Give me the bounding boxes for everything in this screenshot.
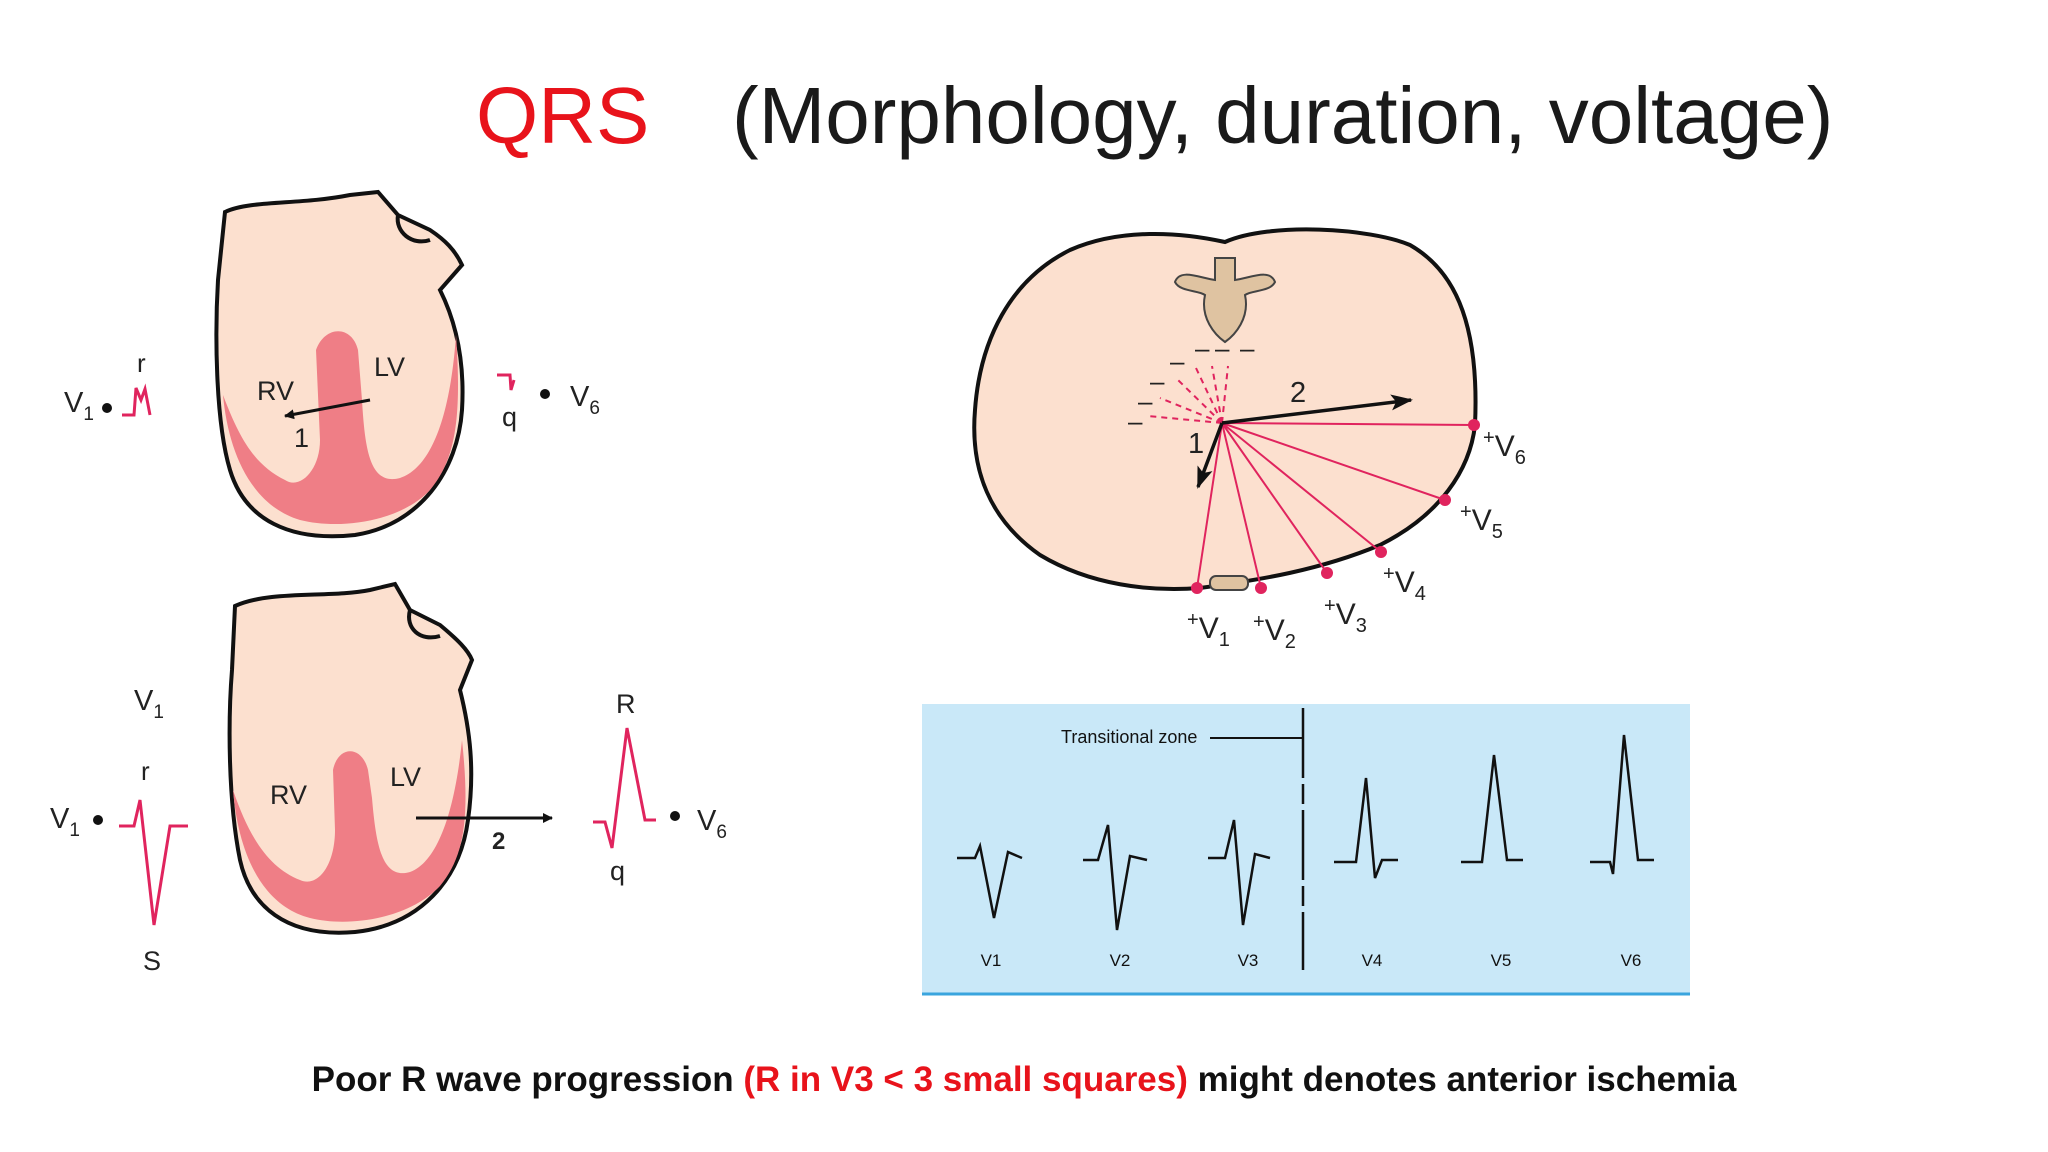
svg-text:–: – <box>1215 333 1230 363</box>
heart-bottom: RV LV 2 V1 V1 r S R q V6 <box>50 581 727 976</box>
heart-bottom-q-label: q <box>610 856 625 886</box>
cross-vector-2-label: 2 <box>1290 377 1306 409</box>
heart-bottom-v1-top-label: V1 <box>134 685 164 723</box>
heart-bottom-v6-label: V6 <box>697 805 727 843</box>
lead-lines <box>1196 422 1475 589</box>
heart-top-v6-wave <box>497 373 516 391</box>
svg-text:–: – <box>1195 333 1210 363</box>
heart-top-vessel <box>395 214 431 244</box>
ecg-label-v3: V3 <box>1238 951 1259 970</box>
ecg-label-v2: V2 <box>1110 951 1131 970</box>
caption-highlight: (R in V3 < 3 small squares) <box>743 1060 1188 1099</box>
heart-top-muscle <box>223 331 459 525</box>
lead-label-v3: +V3 <box>1324 595 1367 637</box>
electrode-v6 <box>1468 419 1480 431</box>
ecg-complex-v2 <box>1083 824 1148 931</box>
ecg-label-v6: V6 <box>1621 951 1642 970</box>
heart-bottom-R-label: R <box>616 689 636 719</box>
lead-label-v1: +V1 <box>1187 609 1230 651</box>
heart-top-vector-label: 1 <box>294 423 309 453</box>
heart-bottom-v1-dot <box>93 815 103 825</box>
caption-part3: might denotes anterior ischemia <box>1187 1060 1737 1099</box>
electrode-v1 <box>1191 582 1203 594</box>
ecg-lead-labels: V1 V2 V3 V4 V5 V6 <box>981 951 1642 970</box>
lead-electrodes <box>1191 419 1480 594</box>
heart-bottom-muscle <box>233 740 466 922</box>
title-qrs: QRS <box>476 71 650 160</box>
lead-label-v2: +V2 <box>1253 611 1296 653</box>
caption-part1: Poor R wave progression <box>311 1060 744 1099</box>
heart-top-v1-wave <box>122 383 152 417</box>
heart-bottom-vector-label: 2 <box>492 828 505 855</box>
spine-vertebra <box>1173 257 1277 344</box>
vector-1-arrow <box>284 398 371 420</box>
heart-bottom-v6-wave <box>593 727 656 849</box>
svg-text:–: – <box>1150 366 1165 396</box>
heart-top-lv: LV <box>374 352 405 382</box>
cross-vector-2-arrow <box>1221 394 1413 425</box>
electrode-v5 <box>1439 494 1451 506</box>
heart-top-v6-dot <box>540 389 550 399</box>
heart-bottom-r-label: r <box>141 756 150 786</box>
heart-bottom-s-label: S <box>143 946 161 976</box>
svg-text:–: – <box>1170 346 1185 376</box>
svg-text:–: – <box>1240 333 1255 363</box>
ecg-label-v5: V5 <box>1491 951 1512 970</box>
ecg-complexes <box>957 734 1654 931</box>
lead-label-v5: +V5 <box>1460 501 1503 543</box>
ecg-strip-background <box>922 704 1690 994</box>
minus-signs: – – – – – – – <box>1128 333 1255 436</box>
ecg-complex-v3 <box>1208 819 1271 926</box>
caption: Poor R wave progression (R in V3 < 3 sma… <box>0 1060 2048 1100</box>
heart-bottom-v1-wave <box>119 799 188 926</box>
negative-pole-lines <box>1147 365 1229 424</box>
ecg-complex-v6 <box>1590 734 1654 875</box>
slide-title: QRS (Morphology, duration, voltage) <box>0 70 2048 180</box>
heart-bottom-vessel <box>407 609 441 640</box>
electrode-v2 <box>1255 582 1267 594</box>
heart-top: RV LV 1 V1 r V6 q <box>64 189 600 539</box>
ecg-label-v1: V1 <box>981 951 1002 970</box>
ecg-complex-v4 <box>1334 777 1398 879</box>
heart-bottom-v6-dot <box>670 811 680 821</box>
svg-text:–: – <box>1138 386 1153 416</box>
chest-cross-section: – – – – – – – <box>972 227 1526 653</box>
cross-vector-1-arrow <box>1196 422 1224 489</box>
svg-text:–: – <box>1128 406 1143 436</box>
lead-label-v6: +V6 <box>1483 427 1526 469</box>
heart-top-v1-label: V1 <box>64 387 94 425</box>
heart-bottom-v1-label: V1 <box>50 803 80 841</box>
title-subtitle: (Morphology, duration, voltage) <box>732 71 1834 160</box>
ecg-label-v4: V4 <box>1362 951 1383 970</box>
ecg-strip: Transitional zone V1 V2 V3 V4 V5 V6 <box>922 704 1690 996</box>
heart-top-r-label: r <box>137 348 146 378</box>
cross-vector-1-label: 1 <box>1188 428 1204 460</box>
heart-top-v1-dot <box>102 403 112 413</box>
heart-bottom-lv: LV <box>390 762 421 792</box>
ecg-complex-v5 <box>1461 754 1523 864</box>
lead-label-v4: +V4 <box>1383 563 1426 605</box>
heart-top-rv: RV <box>257 376 294 406</box>
sternum <box>1209 575 1249 591</box>
heart-top-v6-label: V6 <box>570 381 600 419</box>
transitional-zone-label: Transitional zone <box>1061 727 1197 747</box>
heart-bottom-rv: RV <box>270 780 307 810</box>
electrode-v4 <box>1375 546 1387 558</box>
heart-top-q-label: q <box>502 402 517 432</box>
electrode-v3 <box>1321 567 1333 579</box>
ecg-complex-v1 <box>957 841 1023 919</box>
